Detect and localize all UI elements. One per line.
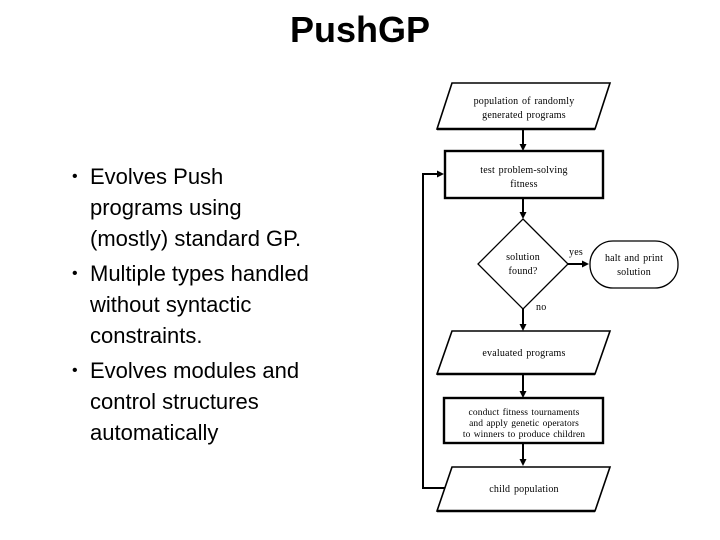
arrowhead-feedback-loop <box>437 170 444 178</box>
node-test-fitness-text-line2: fitness <box>510 179 538 190</box>
bullet-item: • Evolves modules and control structures… <box>72 355 382 448</box>
bullet-text: Evolves modules and control structures a… <box>90 355 299 448</box>
bullet-list: • Evolves Push programs using (mostly) s… <box>72 161 382 452</box>
node-halt-text-line2: solution <box>617 267 651 278</box>
label-yes: yes <box>569 247 583 258</box>
bullet-text: Evolves Push programs using (mostly) sta… <box>90 161 301 254</box>
arrowhead-test-to-decision <box>519 212 527 219</box>
bullet-line: without syntactic <box>90 292 252 317</box>
node-population-text-line2: generated programs <box>482 110 566 121</box>
bullet-line: control structures <box>90 389 259 414</box>
arrowhead-decision-yes <box>582 260 589 268</box>
node-halt-text-line1: halt and print <box>605 253 663 264</box>
node-decision-diamond <box>477 218 569 310</box>
label-no: no <box>536 302 546 313</box>
node-decision-text-line2: found? <box>509 266 538 277</box>
bullet-text: Multiple types handled without syntactic… <box>90 258 309 351</box>
arrowhead-decision-no <box>519 324 527 331</box>
arrowhead-tournaments-to-child <box>519 459 527 466</box>
bullet-item: • Multiple types handled without syntact… <box>72 258 382 351</box>
bullet-icon: • <box>72 362 78 379</box>
bullet-line: Evolves modules and <box>90 358 300 383</box>
node-child-text-line1: child population <box>489 484 558 495</box>
arrowhead-evaluated-to-tournaments <box>519 391 527 398</box>
node-tournaments-text-line2: and apply genetic operators <box>469 419 579 429</box>
bullet-line: Evolves Push <box>90 164 224 189</box>
bullet-line: constraints. <box>90 323 203 348</box>
bullet-line: Multiple types handled <box>90 261 309 286</box>
node-tournaments-text-line1: conduct fitness tournaments <box>469 407 580 418</box>
bullet-line: programs using <box>90 195 242 220</box>
bullet-item: • Evolves Push programs using (mostly) s… <box>72 161 382 254</box>
connector-feedback-loop <box>422 173 445 489</box>
bullet-icon: • <box>72 265 78 282</box>
node-decision-text-line1: solution <box>506 252 540 263</box>
node-evaluated-text-line1: evaluated programs <box>482 348 565 359</box>
slide-title: PushGP <box>289 9 431 50</box>
arrowhead-population-to-test <box>519 144 527 151</box>
node-halt-terminator <box>589 240 679 289</box>
bullet-icon: • <box>72 168 78 185</box>
node-tournaments-text-line3: to winners to produce children <box>463 430 585 440</box>
bullet-line: automatically <box>90 420 219 445</box>
bullet-line: (mostly) standard GP. <box>90 226 302 251</box>
node-population-text-line1: population of randomly <box>474 96 575 107</box>
node-test-fitness-text-line1: test problem-solving <box>480 165 568 176</box>
